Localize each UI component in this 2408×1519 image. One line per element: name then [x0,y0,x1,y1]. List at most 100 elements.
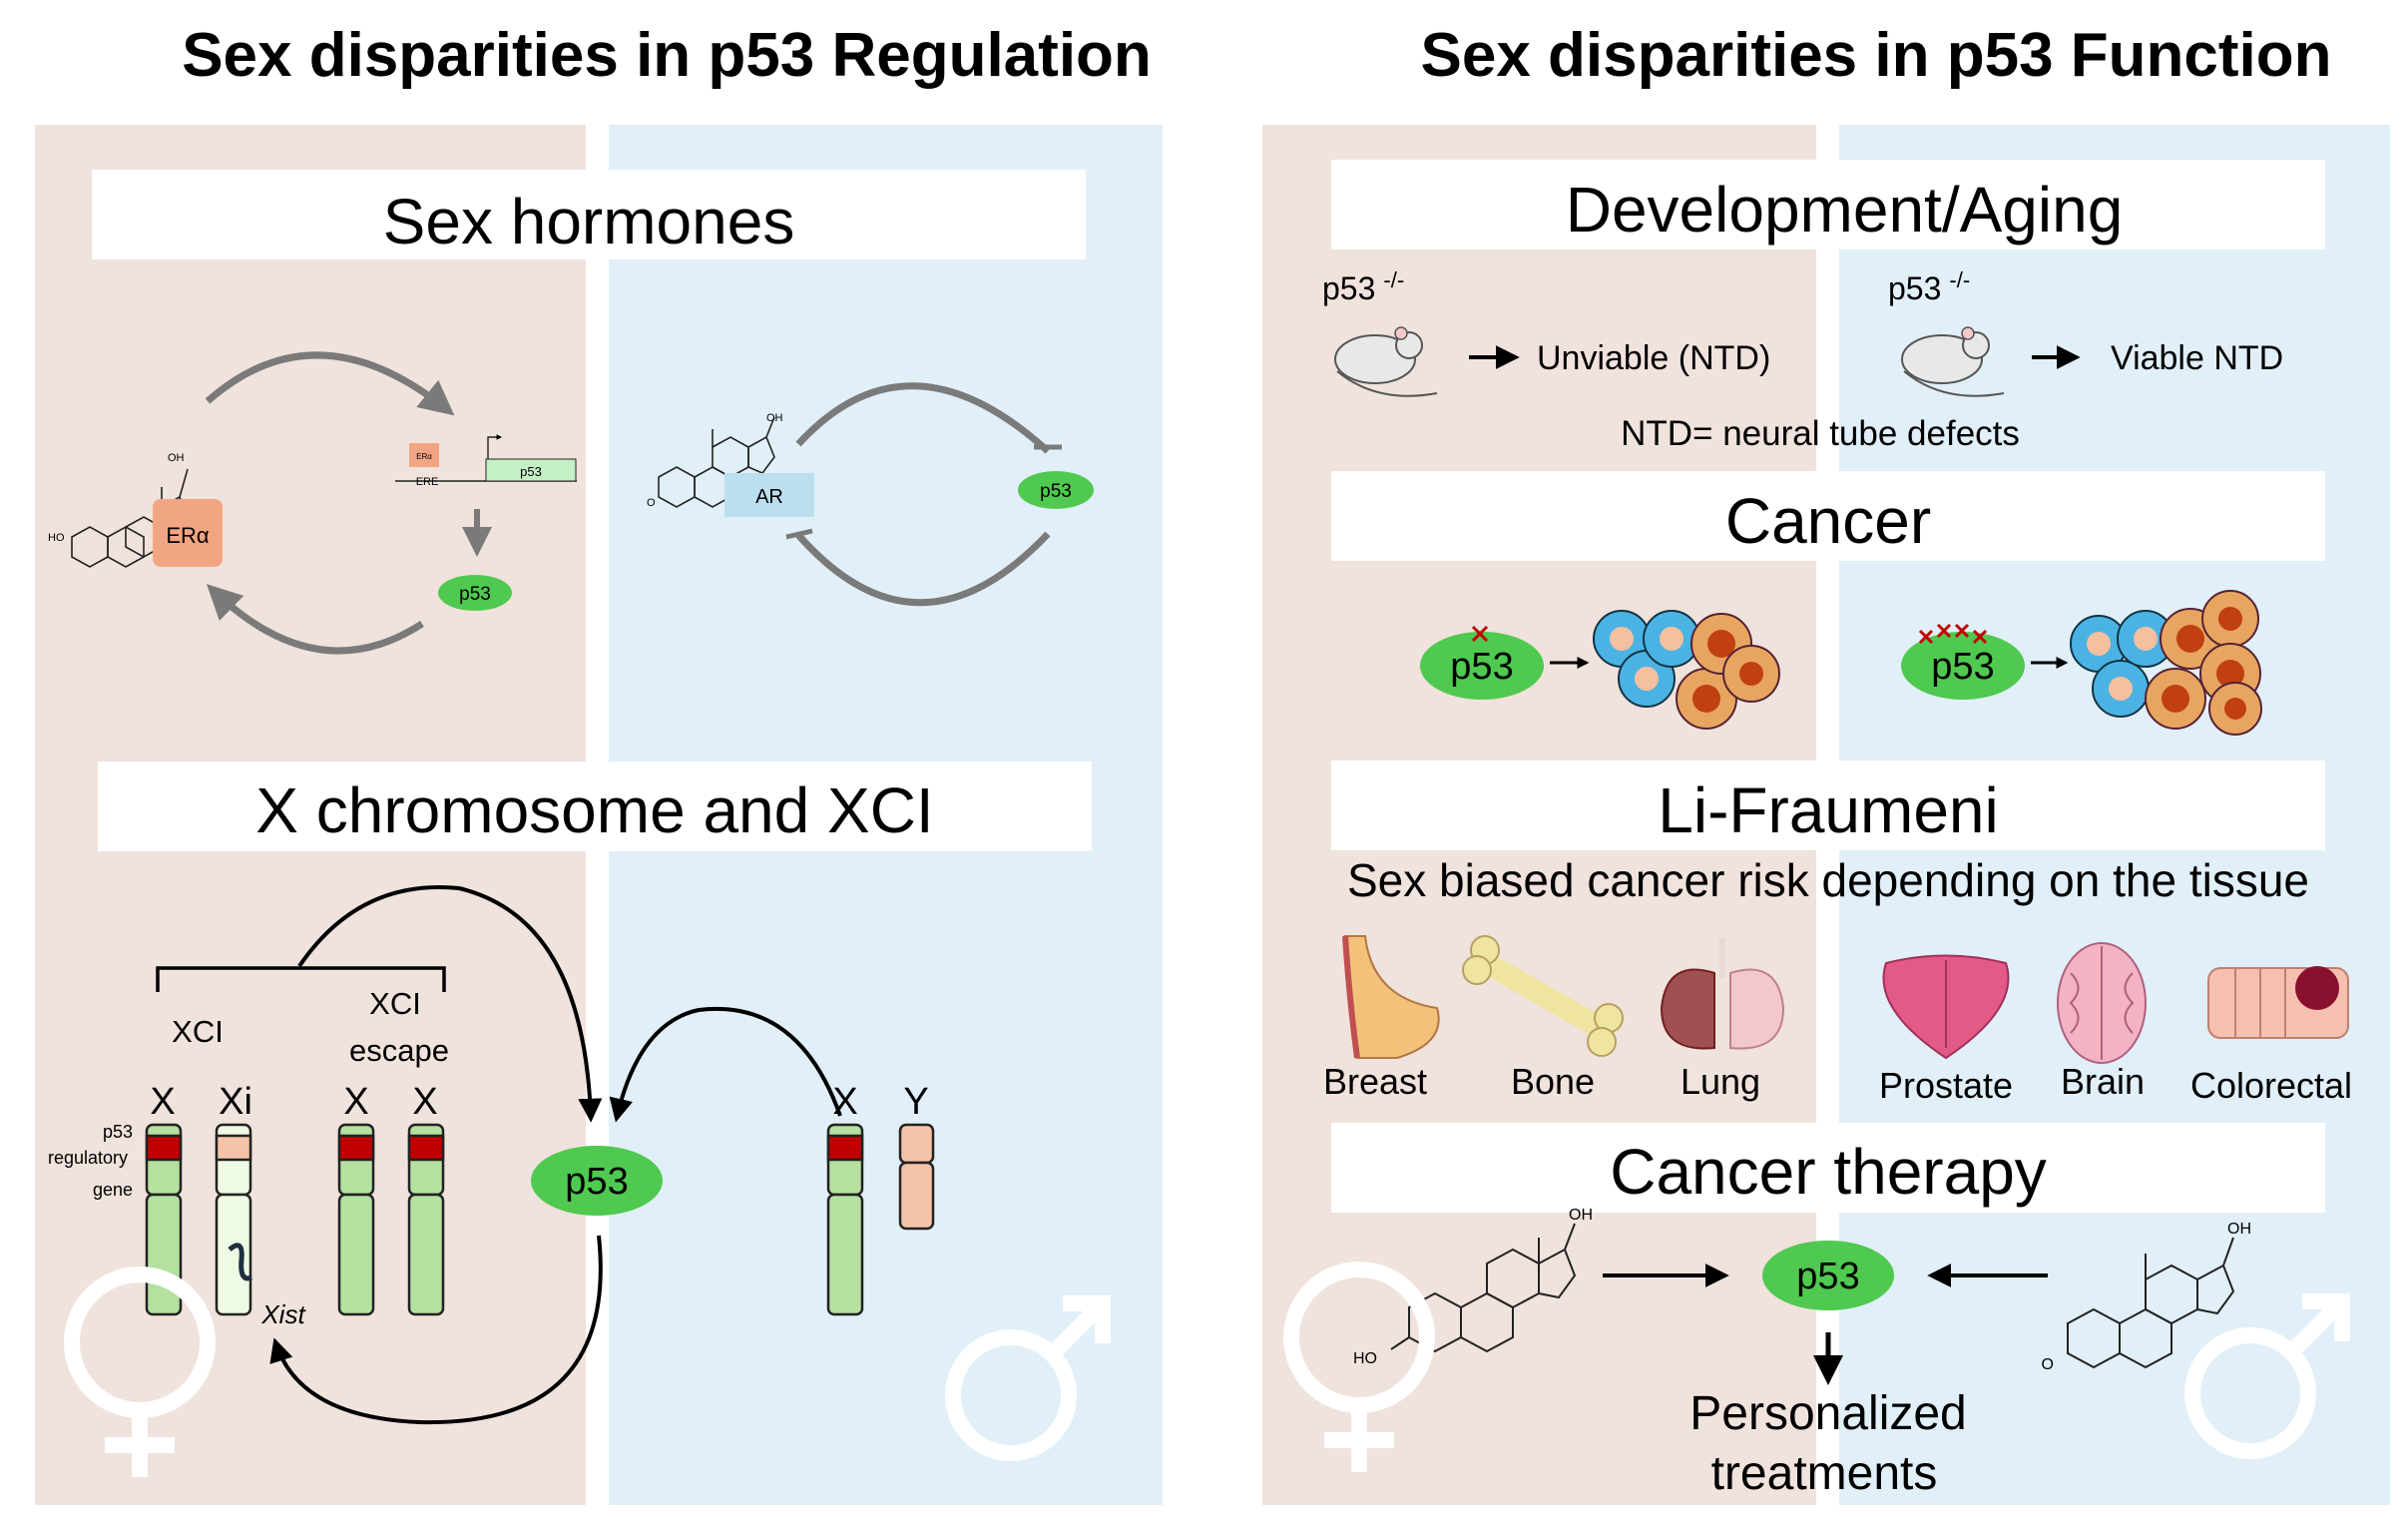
p53-protein-male [1018,471,1094,509]
male-inhibit-arrow-top [795,382,1051,454]
therapy-androgen-molecule [2067,1237,2235,1369]
xci-escape-label-2: escape [349,1033,449,1068]
reg-gene-label-1: p53 [103,1122,133,1142]
p53-cancer-female-label: p53 [1450,646,1513,688]
female-symbol-left-icon [64,1266,216,1477]
sex-hormones-box [92,170,1086,259]
therapy-estradiol-molecule [1390,1223,1577,1353]
female-genotype-label: p53-/- [1322,267,1404,306]
function-title: Sex disparities in p53 Function [1421,21,2332,90]
chr-label-x1: X [150,1081,175,1123]
chr-label-x3: X [412,1081,437,1123]
personalized-label-2: treatments [1711,1447,1938,1500]
reg-gene-label-3: gene [93,1180,133,1200]
therapy-oh-male-label: OH [2227,1221,2251,1238]
ntd-note: NTD= neural tube defects [1621,414,2020,453]
dev-aging-box [1331,160,2325,250]
xist-label: Xist [260,1299,306,1329]
male-inhibit-bar-bottom [785,528,813,540]
estradiol-ho-label: HO [48,532,65,544]
p53-center-label: p53 [565,1161,628,1203]
female-cycle-arrow-bottom [206,584,424,655]
chr-label-xi: Xi [219,1081,252,1123]
li-fraumeni-heading: Li-Fraumeni [1658,774,1998,846]
androgen-oh-label: OH [766,412,783,424]
cancer-therapy-heading: Cancer therapy [1610,1136,2047,1208]
cancer-box [1331,471,2325,561]
tissue-label-bone: Bone [1511,1061,1595,1102]
xci-box [98,761,1092,851]
therapy-o-label: O [2042,1356,2054,1373]
male-symbol-right-icon [2184,1293,2350,1459]
female-symbol-right-icon [1283,1262,1435,1472]
therapy-ho-label: HO [1353,1350,1377,1367]
cancer-therapy-box [1331,1123,2325,1213]
male-chromosome-y [898,1123,935,1231]
chromosome-xi [215,1123,252,1316]
chr-label-x2: X [343,1081,368,1123]
reg-gene-label-2: regulatory [48,1148,128,1168]
personalized-label-1: Personalized [1689,1387,1967,1440]
prostate-icon [1882,954,2010,1060]
therapy-oh-female-label: OH [1569,1207,1593,1224]
tissue-label-breast: Breast [1323,1061,1427,1102]
regulation-title: Sex disparities in p53 Regulation [182,21,1152,90]
p53-gene-box [485,458,577,482]
chromosome-x3 [407,1123,445,1316]
dev-aging-heading: Development/Aging [1566,174,2124,246]
p53-cancer-female [1420,632,1544,700]
mutation-mark-female-icon [1471,625,1489,643]
colorectal-icon [2207,966,2349,1039]
p53-cancer-male-label: p53 [1931,646,1994,688]
tss-arrow [487,434,503,459]
female-dev-outcome: Unviable (NTD) [1537,339,1770,377]
p53-protein-female-label: p53 [459,584,491,605]
era-receptor [153,499,223,567]
xci-bracket [156,966,446,992]
tissue-label-brain: Brain [2061,1061,2145,1102]
p53-cancer-male [1901,632,2025,700]
tissue-label-lung: Lung [1681,1061,1760,1102]
brain-icon [2057,942,2147,1064]
xist-rna [228,1243,252,1281]
era-small-label: ERα [416,452,432,461]
xci-heading: X chromosome and XCI [255,774,933,846]
breast-icon [1342,935,1440,1059]
p53-gene-label: p53 [520,464,542,479]
tumor-cells-female-icon [1593,610,1780,730]
cancer-heading: Cancer [1725,485,1931,557]
ar-label: AR [755,486,783,508]
p53-center [531,1146,663,1216]
p53-protein-female [438,575,512,611]
li-fraumeni-box [1331,760,2325,850]
female-cycle-arrow-top [205,351,455,416]
male-symbol-left-icon [945,1295,1111,1461]
tissue-label-prostate: Prostate [1879,1065,2013,1106]
p53-protein-male-label: p53 [1040,481,1072,502]
male-genotype-label: p53-/- [1888,267,1970,306]
escape-to-p53-arrow [297,885,603,1123]
male-inhibit-arrow-bottom [795,531,1051,607]
androgen-o-label: O [647,497,656,509]
male-x-to-p53-arrow [609,1006,842,1123]
p53-therapy [1762,1241,1894,1310]
mutation-marks-male-icon [1918,623,1988,645]
xci-label: XCI [172,1014,224,1049]
male-x-label: X [832,1081,857,1123]
era-label: ERα [166,523,210,548]
tumor-cells-male-icon [2070,590,2262,736]
bone-icon [1462,935,1624,1057]
li-fraumeni-subtitle: Sex biased cancer risk depending on the … [1347,854,2309,906]
male-y-label: Y [903,1081,928,1123]
ar-receptor [724,473,814,517]
male-chromosome-x [826,1123,864,1316]
male-mouse-icon [1901,326,2005,397]
ere-label: ERE [416,476,439,488]
tissue-label-colorectal: Colorectal [2190,1065,2352,1106]
chromosome-x2 [337,1123,375,1316]
female-mouse-icon [1334,326,1438,397]
sex-hormones-heading: Sex hormones [383,186,795,257]
male-dev-outcome: Viable NTD [2111,339,2283,377]
lung-icon [1660,938,1785,1050]
